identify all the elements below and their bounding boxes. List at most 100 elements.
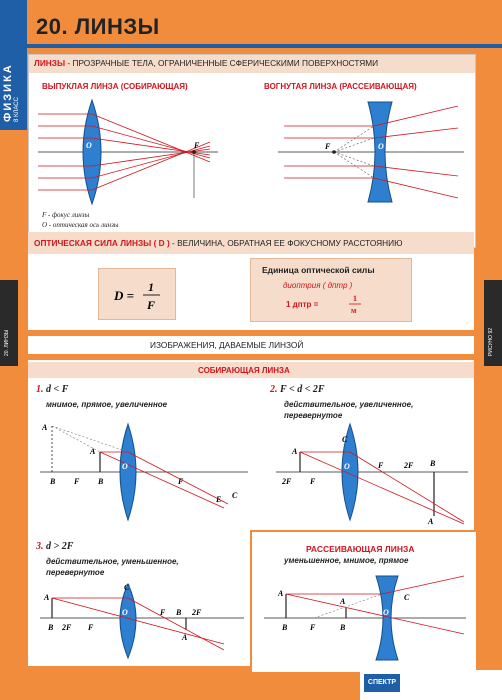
case-3-label-b1: B xyxy=(175,608,182,617)
converging-header-label: СОБИРАЮЩАЯ ЛИНЗА xyxy=(198,366,290,375)
diverging-panel xyxy=(250,530,478,674)
case-1-label: 1. d < F xyxy=(36,384,69,395)
left-tab: 20. ЛИНЗЫ xyxy=(0,280,18,366)
publisher-logo: СПЕКТР xyxy=(364,674,400,692)
convex-lens-title: ВЫПУКЛАЯ ЛИНЗА (СОБИРАЮЩАЯ) xyxy=(42,82,188,91)
case-3-label-f-right: F xyxy=(159,608,166,617)
concave-lens xyxy=(367,101,393,203)
case-2-description-2: перевернутое xyxy=(284,411,343,420)
case-2-label-b1: B xyxy=(429,459,436,468)
case-2-label-o: O xyxy=(344,462,350,471)
case-2-label-2f-left: 2F xyxy=(281,477,292,486)
images-bar-label: ИЗОБРАЖЕНИЯ, ДАВАЕМЫЕ ЛИНЗОЙ xyxy=(150,340,304,350)
case-1-label-e: E xyxy=(215,495,221,504)
lens-types-panel xyxy=(28,54,476,248)
case-3-label-b: B xyxy=(47,623,54,632)
diverging-diagram: A B F B A C O xyxy=(264,575,466,661)
diverging-label-a1: A xyxy=(339,597,346,606)
case-1-2-diagrams: A A B F B F O E C 2F F A C O F 2F B A xyxy=(40,422,468,526)
optical-power-definition: ОПТИЧЕСКАЯ СИЛА ЛИНЗЫ ( D ) - ВЕЛИЧИНА, … xyxy=(34,238,403,248)
case-1-label-c1: C xyxy=(232,491,238,500)
title-underline xyxy=(26,44,502,48)
images-bar xyxy=(28,336,474,354)
unit-box xyxy=(250,258,412,322)
case-1-label-f-left: F xyxy=(73,477,80,486)
case-3-label-2f-right: 2F xyxy=(191,608,202,617)
diverging-virtual-rays xyxy=(313,593,383,619)
case-1-virtual-rays xyxy=(51,425,129,453)
case-1-label-a: A xyxy=(89,447,96,456)
case-3-label-a1: A xyxy=(181,633,188,642)
convex-lens xyxy=(82,98,102,206)
convex-focus-point xyxy=(192,150,196,154)
concave-virtual-rays xyxy=(333,125,375,179)
unit-name: диоптрия ( дптр ) xyxy=(283,281,353,290)
case-3-label-a: A xyxy=(43,593,50,602)
unit-numerator: 1 xyxy=(353,294,357,303)
case-3-lens xyxy=(119,582,137,660)
diverging-label-b: B xyxy=(281,623,288,632)
case-2-description-1: действительное, увеличенное, xyxy=(284,400,414,409)
subject-sidebar: ФИЗИКА 8 КЛАСС xyxy=(0,0,27,130)
subject-label: ФИЗИКА xyxy=(2,63,14,122)
case-1-label-b: B xyxy=(97,477,104,486)
case-1-label-a1: A xyxy=(41,423,48,432)
case-1-lens xyxy=(119,422,137,522)
concave-rays xyxy=(284,105,459,199)
case-1-label-o: O xyxy=(122,462,128,471)
diverging-title: РАССЕИВАЮЩАЯ ЛИНЗА xyxy=(306,544,415,554)
case-3-diagram: A B 2F F C O F B 2F A xyxy=(40,582,244,660)
page-title: 20. ЛИНЗЫ xyxy=(36,14,160,39)
case-3-label: 3. d > 2F xyxy=(36,541,74,552)
concave-lens-title: ВОГНУТАЯ ЛИНЗА (РАССЕИВАЮЩАЯ) xyxy=(264,82,417,91)
case-1-label-f-right: F xyxy=(177,477,184,486)
diverging-label-f: F xyxy=(309,623,316,632)
case-1-label-b1: B xyxy=(49,477,56,486)
case-2-label-2f-right: 2F xyxy=(403,461,414,470)
diverging-label-a: A xyxy=(277,589,284,598)
case-3-label-f-left: F xyxy=(87,623,94,632)
note-focus: F - фокус линзы xyxy=(42,211,90,219)
optical-power-strip xyxy=(28,232,474,254)
lens-definition: ЛИНЗЫ - ПРОЗРАЧНЫЕ ТЕЛА, ОГРАНИЧЕННЫЕ СФ… xyxy=(34,58,379,68)
note-axis: O - оптическая ось линзы xyxy=(42,221,119,229)
diverging-label-c: C xyxy=(404,593,410,602)
unit-fraction: 1 м xyxy=(349,294,361,315)
case-2-label-a: A xyxy=(291,447,298,456)
case-1-description: мнимое, прямое, увеличенное xyxy=(46,400,168,409)
lens-types-diagram: F O F O xyxy=(38,98,464,206)
convex-center-label: O xyxy=(86,141,92,150)
unit-title: Единица оптической силы xyxy=(262,265,375,275)
right-tab: РИСУНО 92 xyxy=(484,280,502,366)
definition-strip xyxy=(29,55,475,73)
case-2-label-c: C xyxy=(342,435,348,444)
diverging-lens xyxy=(375,575,399,661)
case-2-label-f-left: F xyxy=(309,477,316,486)
case-2-label: 2. F < d < 2F xyxy=(270,384,325,395)
diverging-description: уменьшенное, мнимое, прямое xyxy=(284,556,409,565)
unit-denominator: м xyxy=(351,306,357,315)
case-3-rays xyxy=(51,597,225,651)
convex-rays xyxy=(38,113,211,191)
concave-focus-point xyxy=(332,150,336,154)
concave-focus-label: F xyxy=(324,142,331,151)
power-formula: D = 1 F xyxy=(113,280,160,312)
case-2-lens xyxy=(341,422,359,522)
convex-focus-label: F xyxy=(193,141,200,150)
case-2-label-a1: A xyxy=(427,517,434,526)
formula-box xyxy=(98,268,176,320)
converging-header xyxy=(28,362,474,378)
case-2-label-f-right: F xyxy=(377,461,384,470)
diverging-label-b1: B xyxy=(339,623,346,632)
formula-numerator: 1 xyxy=(148,280,154,294)
formula-lhs: D = xyxy=(113,288,134,303)
case-3-label-o: O xyxy=(122,608,128,617)
case-3-label-2f-left: 2F xyxy=(61,623,72,632)
case-3-label-c: C xyxy=(124,583,130,592)
diverging-rays xyxy=(285,575,465,635)
grade-label: 8 КЛАСС xyxy=(14,97,20,122)
case-3-description-1: действительное, уменьшенное, xyxy=(46,557,179,566)
concave-center-label: O xyxy=(378,142,384,151)
case-1-rays xyxy=(99,451,229,509)
